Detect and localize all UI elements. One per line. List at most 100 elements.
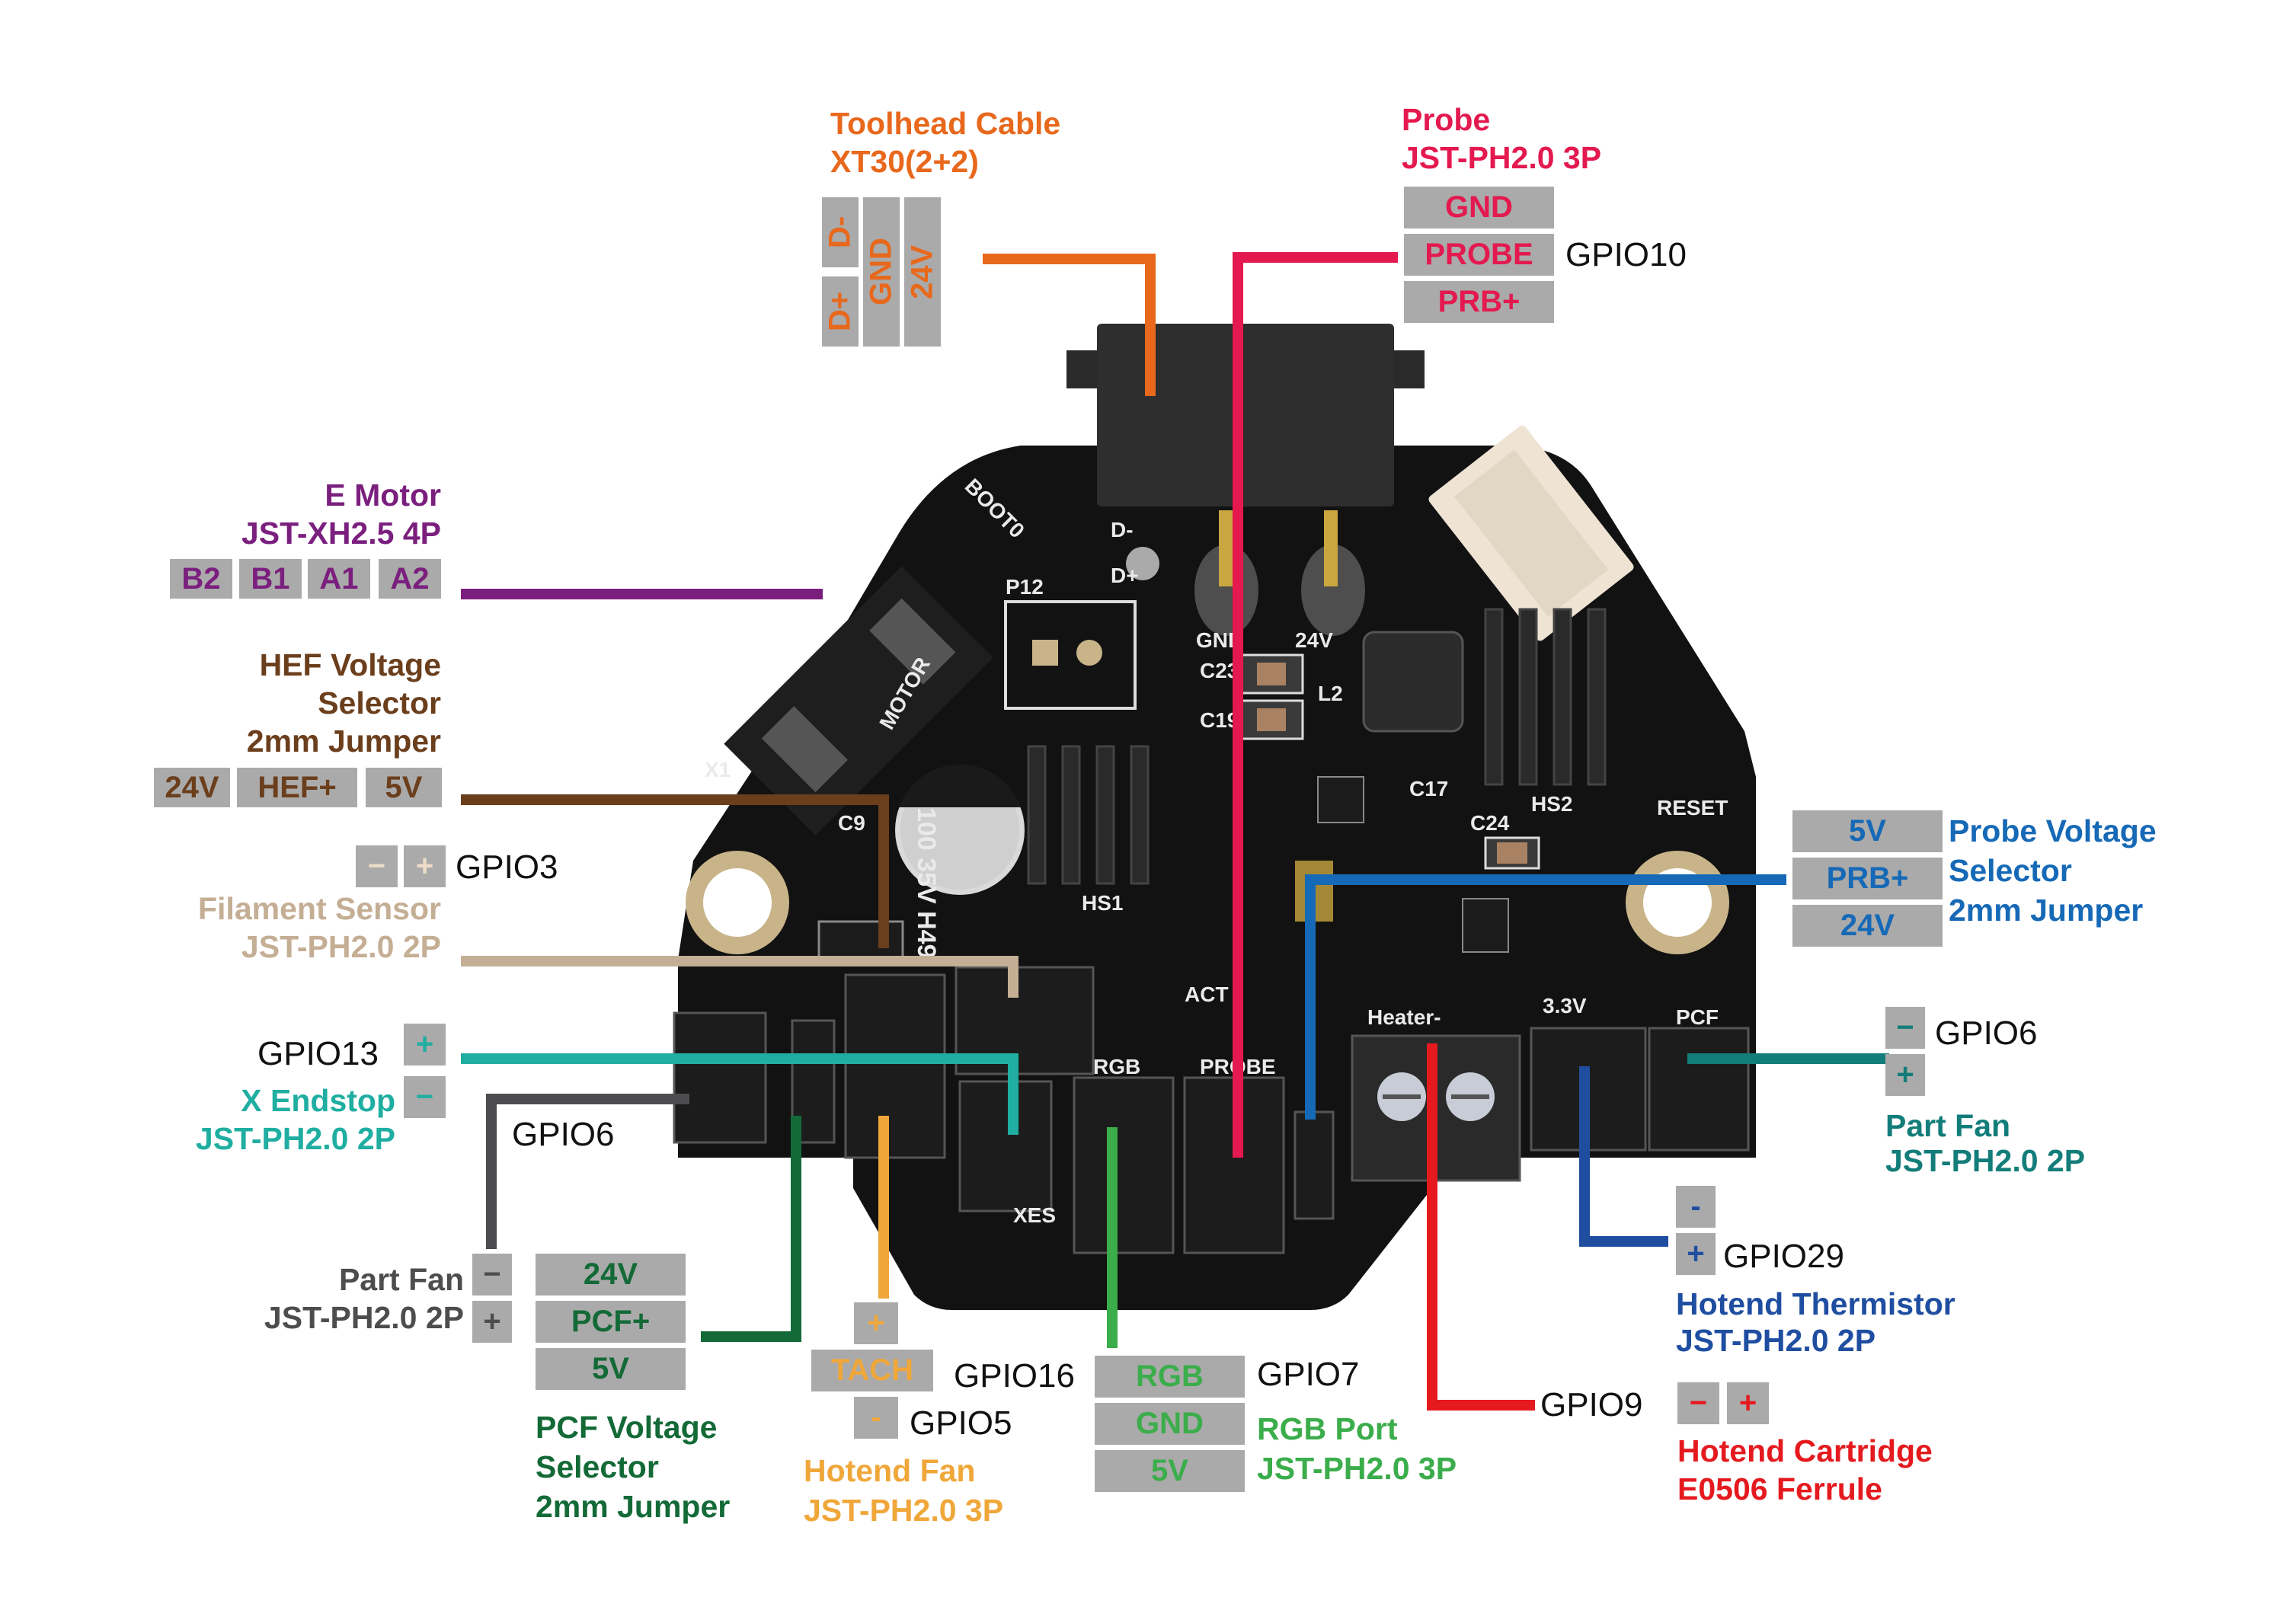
rgb-pin-gnd: GND — [1095, 1403, 1245, 1445]
line-probe-voltage — [1305, 874, 1786, 1120]
pin-label: + — [867, 1306, 885, 1340]
rgb-pin-5v: 5V — [1095, 1450, 1245, 1492]
pin-label: + — [1896, 1058, 1914, 1091]
line-partfan-left — [486, 1094, 689, 1249]
pin-label: PROBE — [1425, 238, 1533, 271]
line-xendstop — [461, 1053, 1018, 1135]
heater-pin-plus: + — [1727, 1382, 1769, 1424]
inductor — [1362, 631, 1464, 733]
thermistor-gpio: GPIO29 — [1723, 1238, 1844, 1275]
silk-c17: C17 — [1409, 777, 1448, 800]
silk-hs1: HS1 — [1082, 891, 1123, 915]
emotor-name: E Motor — [325, 478, 441, 513]
probe-gpio: GPIO10 — [1565, 236, 1687, 273]
pin-label: A2 — [390, 561, 430, 596]
pcf-pin-pcfplus: PCF+ — [536, 1301, 686, 1343]
pin-label: 5V — [1849, 814, 1886, 848]
pin-label: TACH — [830, 1353, 914, 1387]
heater-name: Hotend Cartridge — [1677, 1433, 1933, 1468]
pin-label: + — [415, 1027, 434, 1061]
line-filament — [461, 956, 1018, 998]
pcf-line-3: 2mm Jumper — [536, 1489, 731, 1524]
hef-line-3: 2mm Jumper — [246, 724, 441, 759]
line-thermistor — [1579, 1066, 1668, 1247]
filament-type: JST-PH2.0 2P — [241, 929, 441, 964]
heater-gpio: GPIO9 — [1540, 1386, 1643, 1423]
silk-c9: C9 — [838, 811, 865, 835]
xt30-connector — [1097, 324, 1394, 506]
hotendfan-gpio-minus: GPIO5 — [910, 1404, 1012, 1442]
pin-label: HEF+ — [257, 770, 337, 804]
pin-label: GND — [1136, 1407, 1204, 1440]
silk-d-plus: D+ — [1111, 564, 1139, 587]
silk-x1: X1 — [705, 758, 731, 781]
probe-voltage-line-2: Selector — [1949, 853, 2072, 888]
pin-label: + — [483, 1305, 501, 1338]
pin-label: PRB+ — [1437, 285, 1521, 318]
partfan-left-title: Part Fan JST-PH2.0 2P — [264, 1260, 464, 1337]
hotendfan-pin-plus: + — [854, 1302, 898, 1344]
line-hef — [461, 794, 889, 948]
pin-label: − — [1689, 1386, 1708, 1420]
pin-label: − — [1896, 1011, 1914, 1044]
pin-label: PCF+ — [571, 1305, 651, 1338]
emotor-pin-b1: B1 — [239, 559, 302, 599]
rgb-name: RGB Port — [1257, 1411, 1398, 1446]
hotendfan-pin-tach: TACH — [811, 1350, 933, 1391]
partfan-right-type: JST-PH2.0 2P — [1885, 1143, 2086, 1178]
pin-label: B2 — [181, 561, 221, 596]
heatsink-hs1 — [1027, 745, 1150, 885]
probe-voltage-line-1: Probe Voltage — [1949, 813, 2157, 848]
silk-heater: Heater- — [1367, 1005, 1441, 1029]
pin-label: D- — [823, 216, 857, 249]
toolhead-cable-title: Toolhead Cable XT30(2+2) — [830, 104, 1060, 181]
pin-label: + — [1687, 1237, 1705, 1270]
probe-name: Probe — [1402, 102, 1491, 137]
toolhead-pin-dminus: D- — [822, 197, 859, 267]
line-toolhead — [983, 254, 1156, 396]
pin-label: 5V — [1151, 1454, 1188, 1487]
emotor-pin-a1: A1 — [308, 559, 370, 599]
hotendfan-name: Hotend Fan — [804, 1453, 976, 1488]
rgb-pin-rgb: RGB — [1095, 1356, 1245, 1398]
partfan-right-title: Part Fan JST-PH2.0 2P — [1885, 1108, 2085, 1178]
silk-c19: C19 — [1200, 708, 1239, 732]
emotor-type: JST-XH2.5 4P — [241, 516, 441, 551]
partfan-left-type: JST-PH2.0 2P — [264, 1300, 464, 1335]
emotor-title: E Motor JST-XH2.5 4P — [241, 476, 441, 552]
pin-label: PRB+ — [1826, 861, 1909, 895]
pin-label: 24V — [583, 1257, 638, 1291]
probe-pin-prbplus: PRB+ — [1404, 281, 1554, 323]
toolhead-cable-type: XT30(2+2) — [830, 144, 979, 179]
emotor-pin-b2: B2 — [170, 559, 232, 599]
pin-label: + — [1738, 1386, 1757, 1420]
filament-title: Filament Sensor JST-PH2.0 2P — [198, 890, 441, 966]
silk-3v3: 3.3V — [1543, 994, 1587, 1018]
silk-24v: 24V — [1295, 628, 1333, 652]
hotendfan-type: JST-PH2.0 3P — [804, 1493, 1004, 1528]
pcf-title: PCF Voltage Selector 2mm Jumper — [536, 1407, 730, 1526]
heater-title: Hotend Cartridge E0506 Ferrule — [1677, 1432, 1933, 1508]
pin-label: - — [1690, 1190, 1701, 1223]
partfan-left-gpio: GPIO6 — [512, 1116, 615, 1153]
hef-line-1: HEF Voltage — [259, 647, 441, 682]
xendstop-type: JST-PH2.0 2P — [195, 1121, 395, 1156]
heatsink-hs2 — [1484, 608, 1607, 786]
line-probe — [1233, 252, 1398, 1158]
silk-pcf: PCF — [1676, 1005, 1719, 1029]
hef-title: HEF Voltage Selector 2mm Jumper — [247, 646, 441, 760]
silk-c23: C23 — [1200, 659, 1239, 682]
probe-voltage-line-3: 2mm Jumper — [1949, 893, 2144, 928]
pin-label: RGB — [1136, 1359, 1204, 1393]
silk-l2: L2 — [1318, 682, 1343, 705]
silk-rgb: RGB — [1093, 1055, 1140, 1078]
pin-label: 24V — [905, 244, 939, 299]
toolhead-pin-dplus: D+ — [822, 276, 859, 347]
thermistor-name: Hotend Thermistor — [1676, 1286, 1955, 1321]
pcf-line-1: PCF Voltage — [536, 1410, 718, 1445]
xendstop-title: X Endstop JST-PH2.0 2P — [196, 1081, 395, 1158]
pin-label: GND — [864, 238, 898, 306]
thermistor-pin-plus: + — [1676, 1233, 1716, 1275]
partfan-left-name: Part Fan — [338, 1262, 464, 1297]
